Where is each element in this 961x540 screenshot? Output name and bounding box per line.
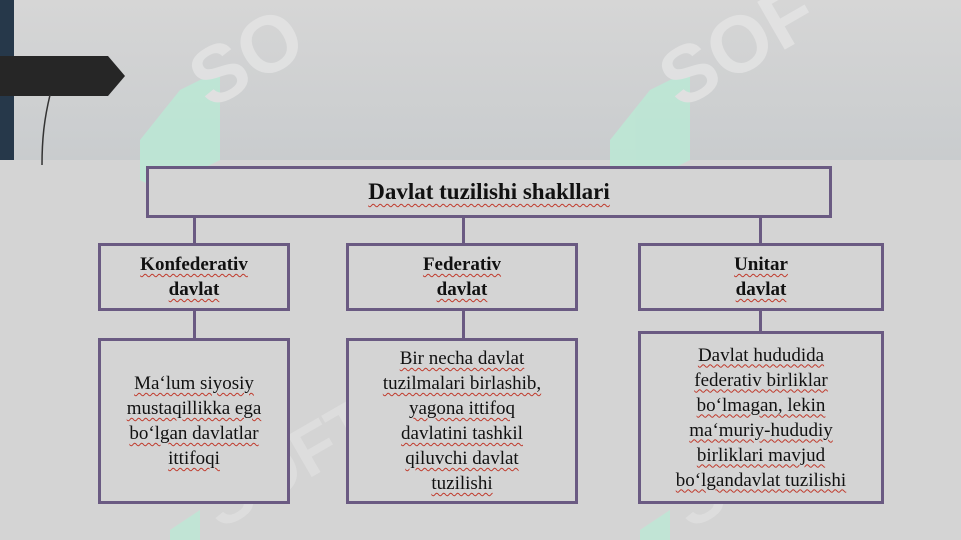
type-description: Bir necha davlat tuzilmalari birlashib, …	[382, 348, 542, 494]
description-box-konfederativ: Ma‘lum siyosiy mustaqillikka ega bo‘lgan…	[98, 338, 290, 504]
description-box-unitar: Davlat hududida federativ birliklar bo‘l…	[638, 331, 884, 504]
arrow-tab-decoration	[0, 56, 125, 96]
type-label: Konfederativ davlat	[140, 254, 248, 300]
description-box-federativ: Bir necha davlat tuzilmalari birlashib, …	[346, 338, 578, 504]
connector-line	[462, 218, 465, 244]
decorative-curve	[41, 95, 51, 165]
header-band	[0, 0, 961, 160]
type-box-federativ: Federativ davlat	[346, 243, 578, 311]
diagram-title-box: Davlat tuzilishi shakllari	[146, 166, 832, 218]
type-description: Davlat hududida federativ birliklar bo‘l…	[675, 344, 847, 491]
type-description: Ma‘lum siyosiy mustaqillikka ega bo‘lgan…	[126, 373, 262, 469]
diagram-title: Davlat tuzilishi shakllari	[368, 179, 610, 204]
connector-line	[759, 218, 762, 244]
type-box-konfederativ: Konfederativ davlat	[98, 243, 290, 311]
connector-line	[193, 310, 196, 339]
connector-line	[759, 310, 762, 333]
type-label: Federativ davlat	[422, 254, 502, 300]
type-box-unitar: Unitar davlat	[638, 243, 884, 311]
connector-line	[193, 218, 196, 244]
connector-line	[462, 310, 465, 339]
type-label: Unitar davlat	[734, 254, 788, 300]
